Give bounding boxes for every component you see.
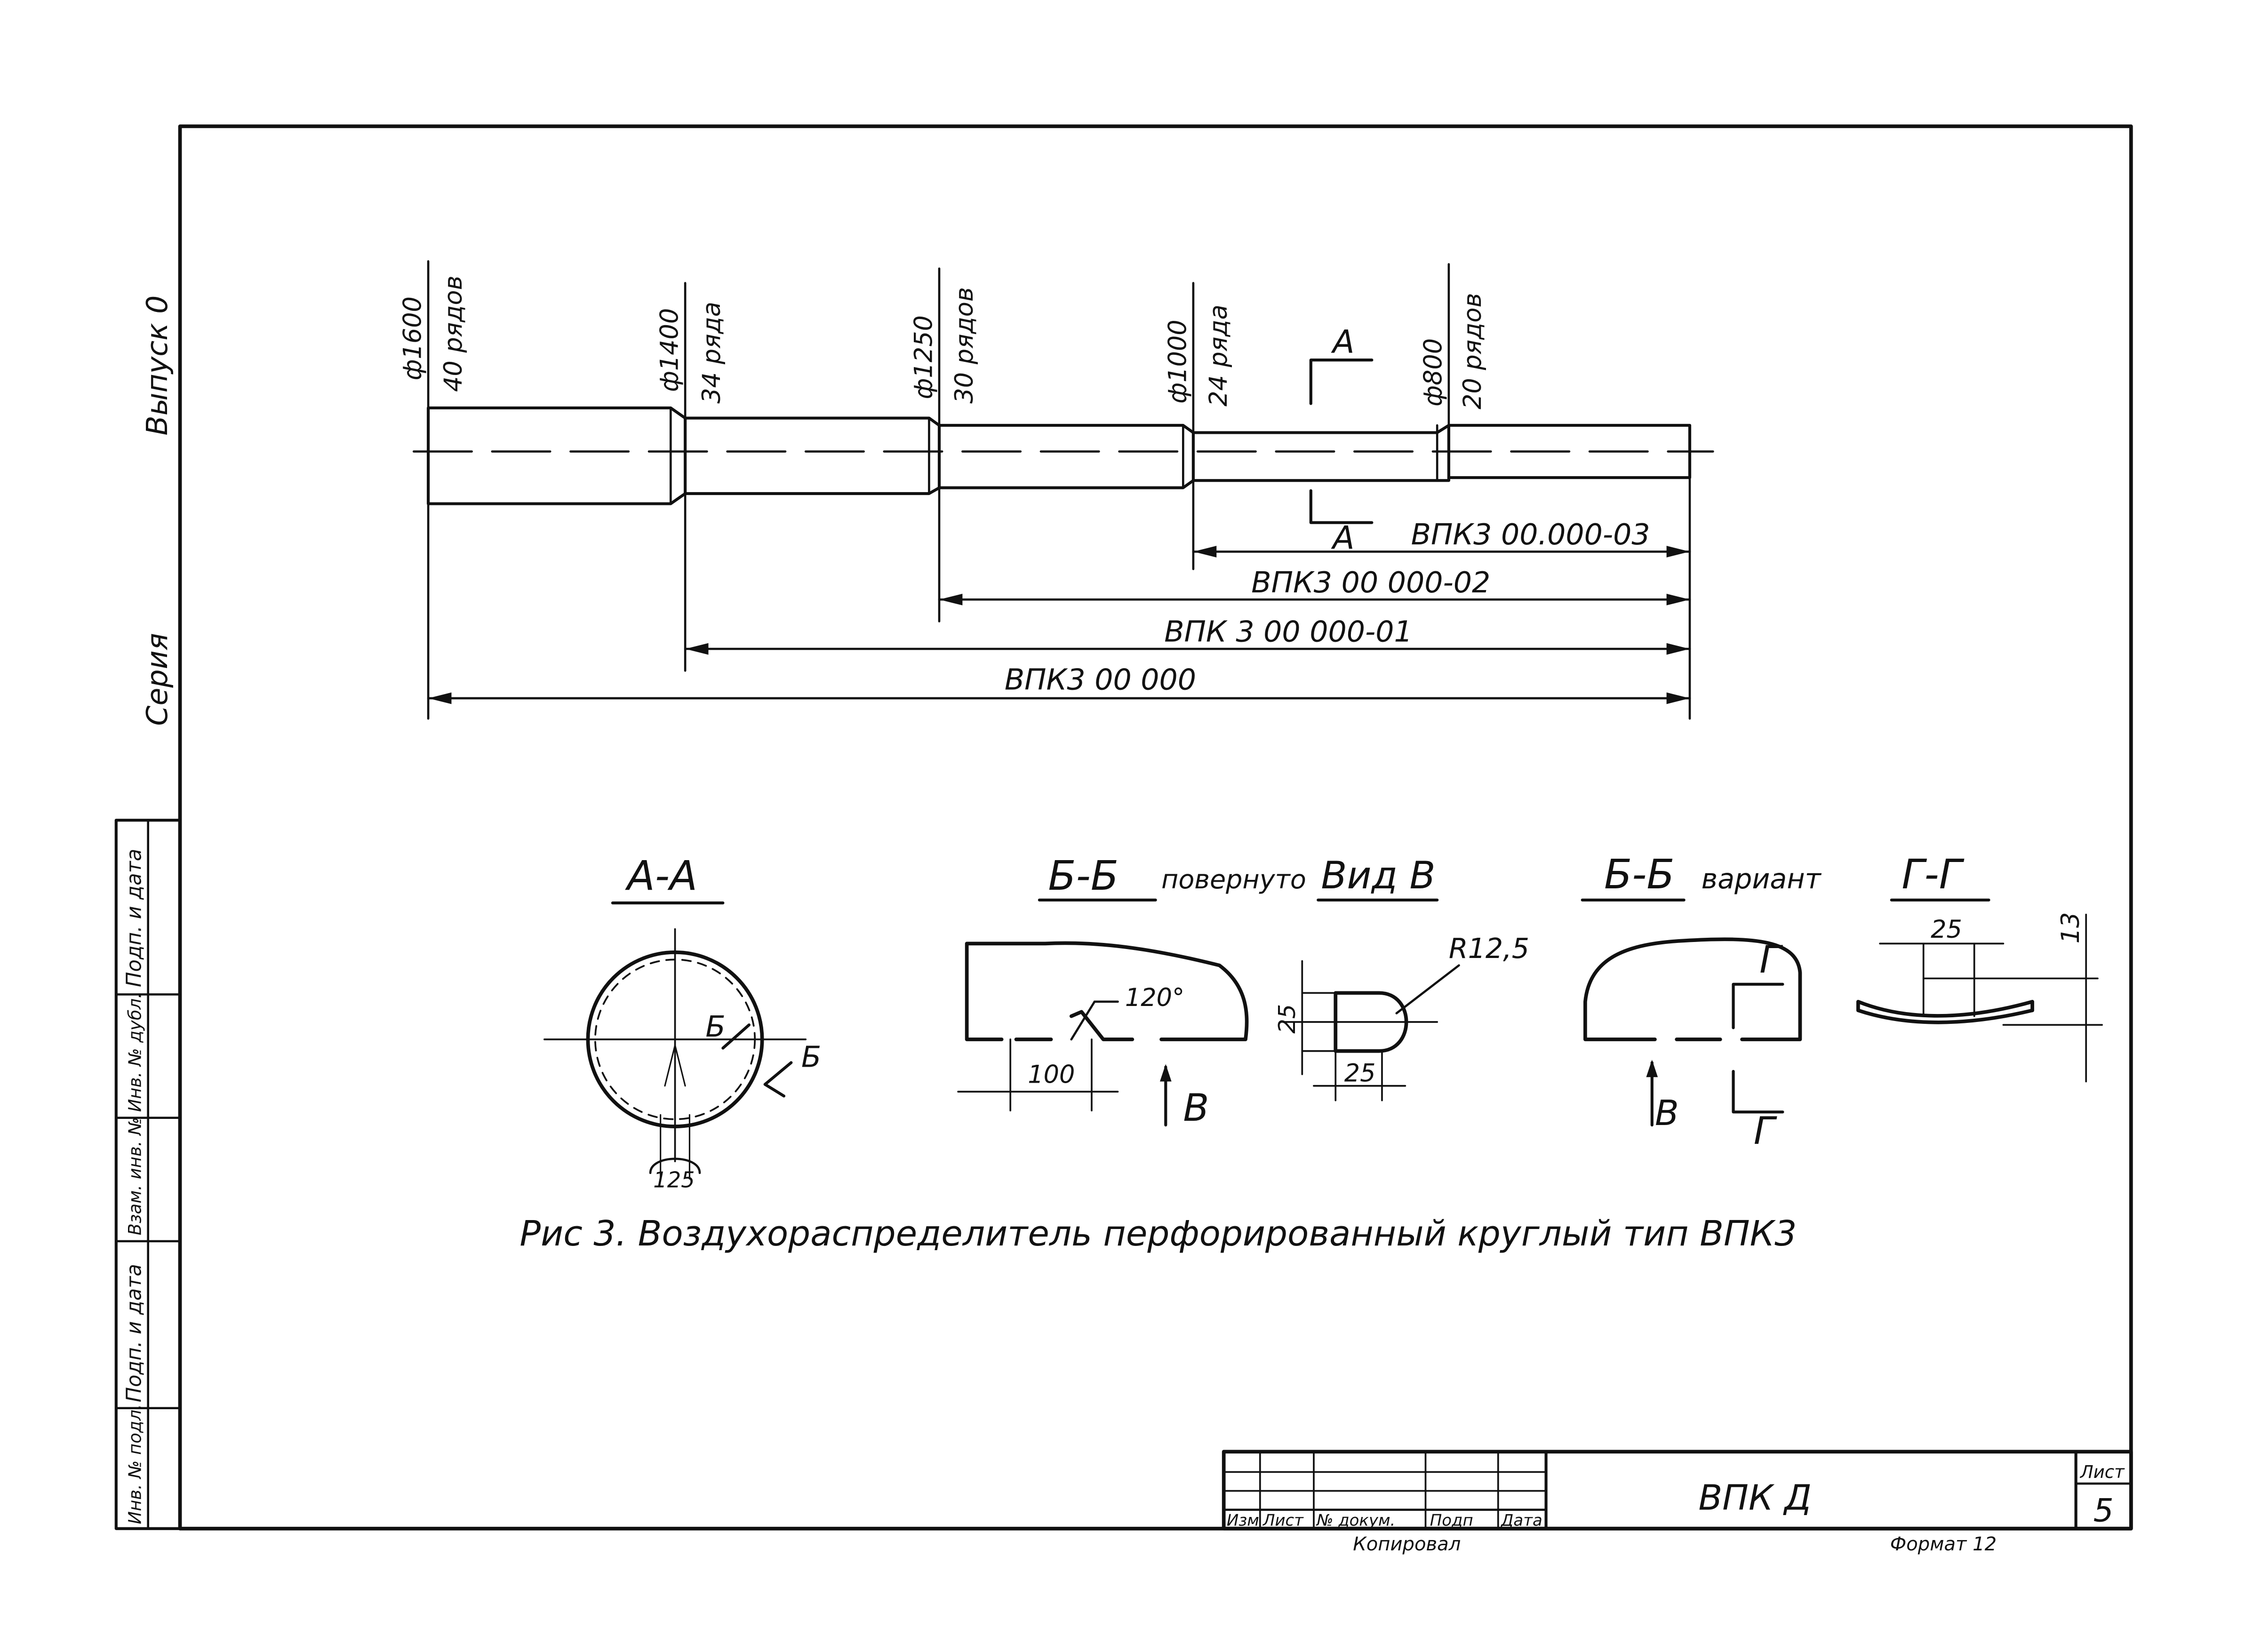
stamp-cell-2: Инв. № дубл. [125,993,145,1112]
view-a-a-title: А-А [625,853,697,900]
view-g-g-dim-w: 25 [1931,915,1962,944]
tb-header-date: Дата [1500,1512,1542,1530]
tb-copied-label: Копировал [1353,1533,1461,1555]
stamp-cell-5: Инв. № подл. [125,1404,145,1524]
section-4-rows: 24 ряда [1204,304,1233,407]
section-3-diameter: ф1250 [910,315,938,399]
tb-format-label: Формат 12 [1890,1533,1997,1555]
section-a-mark-top: А [1331,324,1354,361]
view-b-b-variant-mark-g2: Г [1754,1109,1777,1153]
view-a-a-dim: 125 [653,1167,695,1193]
variant-01-label: ВПК 3 00 000-01 [1164,615,1413,649]
series-label: Серия [140,633,174,726]
view-b-b-variant: Б-Б вариант Г Г В [1581,851,1822,1153]
section-5-diameter: ф800 [1419,338,1447,407]
title-block: Изм Лист № докум. Подп Дата ВПК Д Лист 5… [1222,1450,2133,1555]
stamp-cell-3: Взам. инв. № [125,1117,145,1235]
section-3-rows: 30 рядов [950,287,979,403]
variant-03-label: ВПК3 00.000-03 [1411,518,1650,551]
duct-section-labels: ф1600 40 рядов ф1400 34 ряда ф1250 30 ря… [399,276,1487,409]
stamp-cell-1: Подп. и дата [122,849,146,987]
view-b-radius: R12,5 [1449,933,1529,965]
view-b-b-variant-title: Б-Б [1604,851,1675,898]
variant-dimensions: ВПК3 00.000-03 ВПК3 00 000-02 ВПК 3 00 0… [427,518,1691,704]
variant-00-label: ВПК3 00 000 [1005,662,1196,696]
view-b: Вид В 25 25 R12,5 [1273,854,1529,1101]
tb-designation: ВПК Д [1699,1478,1812,1518]
section-2-rows: 34 ряда [697,302,726,404]
view-b-b-rotated-dim: 100 [1028,1061,1075,1089]
stamp-cell-4: Подп. и дата [122,1264,146,1402]
view-b-b-rotated-title: Б-Б [1048,853,1119,900]
section-1-diameter: ф1600 [399,296,427,380]
section-4-diameter: ф1000 [1163,319,1192,403]
view-b-dim-w: 25 [1344,1059,1376,1088]
tb-header-doc: № докум. [1316,1512,1395,1530]
view-b-b-variant-view-mark: В [1655,1093,1679,1133]
duct-side-view [412,260,1714,720]
figure-caption: Рис 3. Воздухораспределитель перфорирова… [519,1213,1797,1254]
view-g-g-title: Г-Г [1901,851,1964,898]
view-g-g: Г-Г 25 13 [1856,851,2103,1083]
view-a-a-mark-b1: Б [705,1010,725,1044]
section-1-rows: 40 рядов [439,276,468,392]
view-b-b-rotated: Б-Б повернуто 120° 100 В [957,853,1306,1130]
view-a-a-mark-b2: Б [801,1040,821,1074]
view-b-dim-h: 25 [1273,1004,1301,1034]
left-stamp-column: Подп. и дата Инв. № дубл. Взам. инв. № П… [114,819,182,1530]
section-a-mark-bottom: А [1331,519,1354,557]
section-2-diameter: ф1400 [655,308,684,392]
view-b-b-rotated-view-mark: В [1183,1086,1209,1130]
section-5-rows: 20 рядов [1458,293,1487,409]
variant-02-label: ВПК3 00 000-02 [1251,566,1490,599]
tb-sheet-number: 5 [2093,1492,2114,1529]
issue-label: Выпуск 0 [140,295,174,436]
view-g-g-dim-h: 13 [2056,912,2085,944]
sheet-frame [178,124,2133,1531]
section-a-marks: А А [1309,324,1374,557]
tb-header-sign: Подп [1430,1512,1473,1530]
tb-header-izm: Изм [1227,1512,1259,1530]
view-b-title: Вид В [1321,854,1435,897]
view-b-b-variant-mark-g1: Г [1759,938,1783,982]
tb-sheet-label: Лист [2079,1462,2125,1482]
view-b-b-rotated-note: повернуто [1161,864,1306,895]
view-b-b-variant-note: вариант [1702,863,1822,895]
view-a-a: А-А 125 Б Б [543,853,821,1193]
tb-header-list: Лист [1262,1512,1304,1530]
view-b-b-rotated-angle: 120° [1125,983,1184,1012]
